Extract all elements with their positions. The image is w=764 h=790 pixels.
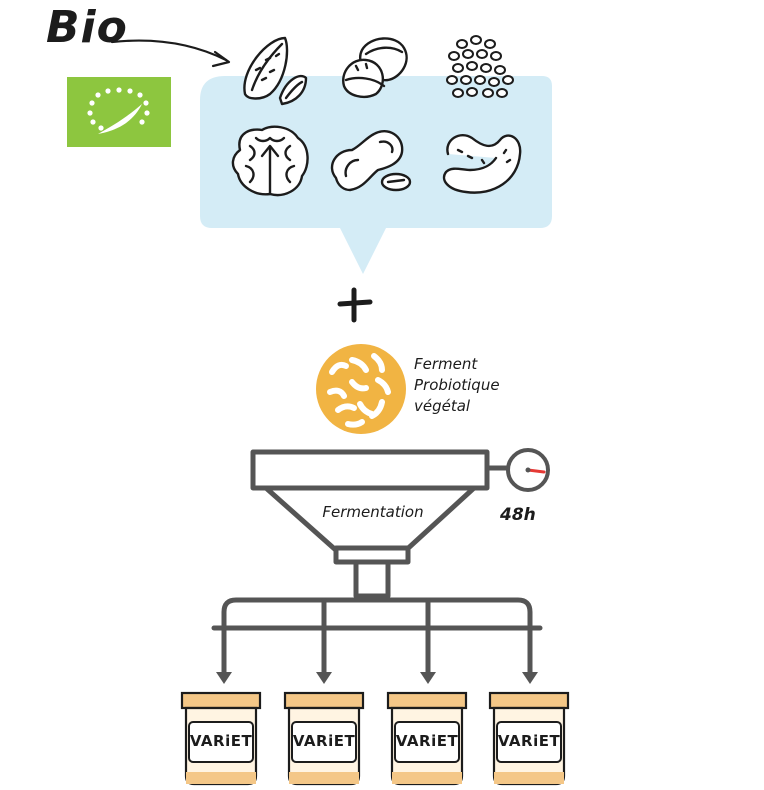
cashew-icon [442,133,522,194]
ferment-label: Ferment Probiotique végétal [414,354,500,417]
pipe-arrowheads [216,672,538,684]
ferment-line-3: végétal [414,397,471,415]
plus-sign-icon [337,287,373,323]
jar-1 [180,691,262,786]
jar-label-2: VARiET [292,732,356,750]
bio-title: Bio [46,2,128,53]
jar-label-1: VARiET [189,732,253,750]
jars [180,691,570,786]
timer-icon [487,448,550,492]
jar-4 [488,691,570,786]
jar-2 [283,691,365,786]
jar-label-3: VARiET [395,732,459,750]
jar-3 [386,691,468,786]
distribution-pipes [211,597,543,679]
jar-label-4: VARiET [497,732,561,750]
walnut-icon [231,125,309,197]
ferment-line-1: Ferment [414,355,478,373]
fermentation-vessel [250,449,490,599]
bio-arrow [110,39,231,68]
duration-label: 48h [500,505,536,525]
fermentation-label: Fermentation [322,503,424,521]
hazelnut-icon [342,37,408,98]
ferment-line-2: Probiotique [414,376,500,394]
peanut-icon [330,129,412,192]
sesame-seeds-icon [446,35,514,98]
almond-icon [243,36,308,106]
eu-organic-logo-icon [67,77,171,147]
ingredients-panel [200,76,552,274]
probiotic-ferment-icon [316,344,406,434]
